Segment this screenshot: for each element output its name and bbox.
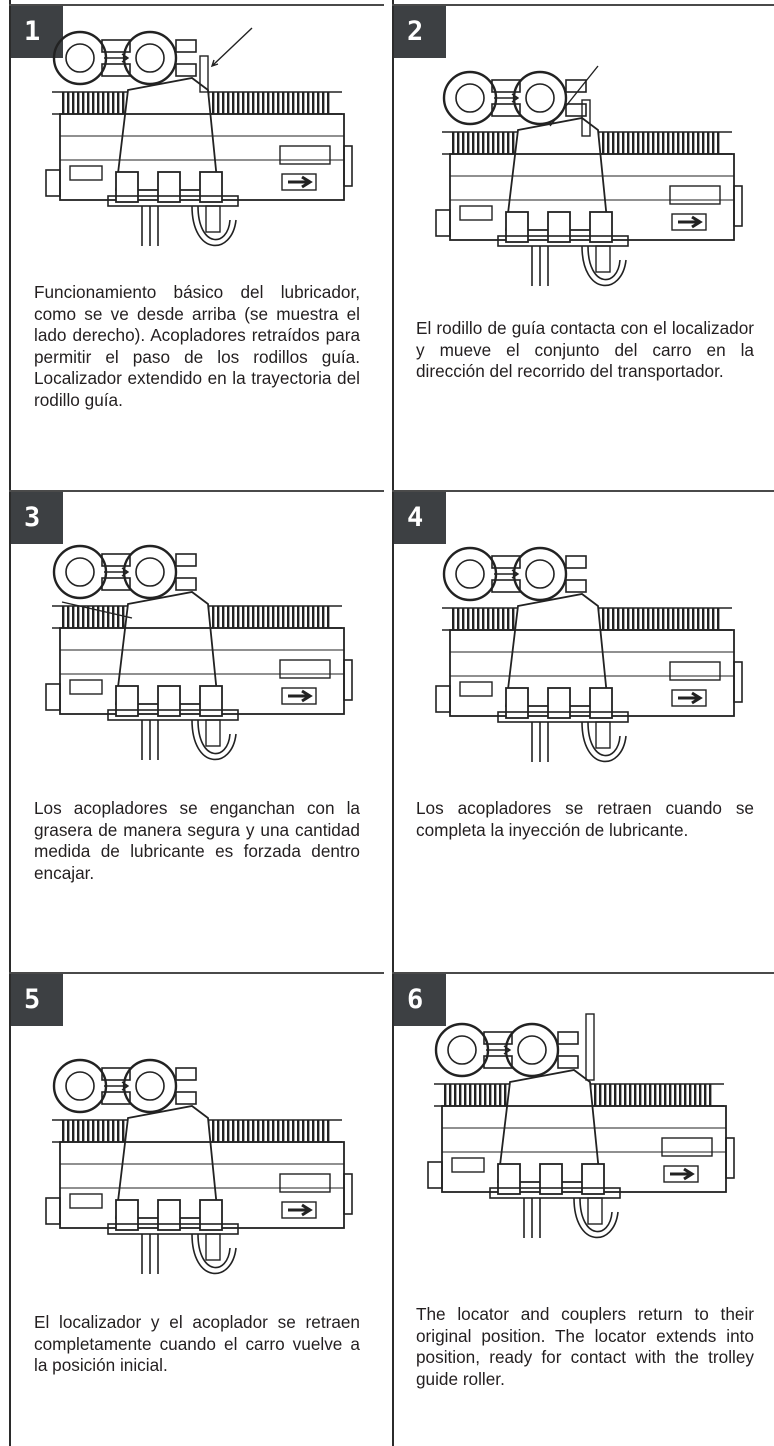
- step-number-badge: 1: [11, 6, 63, 58]
- step-description: Funcionamiento básico del lubricador, co…: [34, 282, 360, 410]
- lubricator-diagram-step-2: [434, 65, 744, 288]
- step-description: El rodillo de guía contacta con el local…: [416, 318, 754, 382]
- center-divider: [392, 0, 394, 1446]
- step-number-badge: 2: [394, 6, 446, 58]
- row2-rule-left: [9, 490, 384, 492]
- lubricator-diagram-step-6: [426, 1013, 736, 1240]
- step-description: Los acopladores se enganchan con la gras…: [34, 798, 360, 883]
- step-number-badge: 3: [11, 492, 63, 544]
- step-number-badge: 5: [11, 974, 63, 1026]
- step-description: El localizador y el acoplador se retraen…: [34, 1312, 360, 1376]
- left-border: [9, 0, 11, 1446]
- step-description: Los acopladores se retraen cuando se com…: [416, 798, 754, 840]
- top-rule-right: [392, 4, 774, 6]
- row3-rule-left: [9, 972, 384, 974]
- top-rule-left: [9, 4, 384, 6]
- step-number-badge: 4: [394, 492, 446, 544]
- lubricator-diagram-step-4: [434, 546, 744, 764]
- row2-rule-right: [392, 490, 774, 492]
- lubricator-diagram-step-3: [44, 544, 354, 762]
- step-number-badge: 6: [394, 974, 446, 1026]
- row3-rule-right: [392, 972, 774, 974]
- lubricator-diagram-step-5: [44, 1058, 354, 1276]
- step-description: The locator and couplers return to their…: [416, 1304, 754, 1389]
- lubricator-diagram-step-1: [44, 27, 354, 248]
